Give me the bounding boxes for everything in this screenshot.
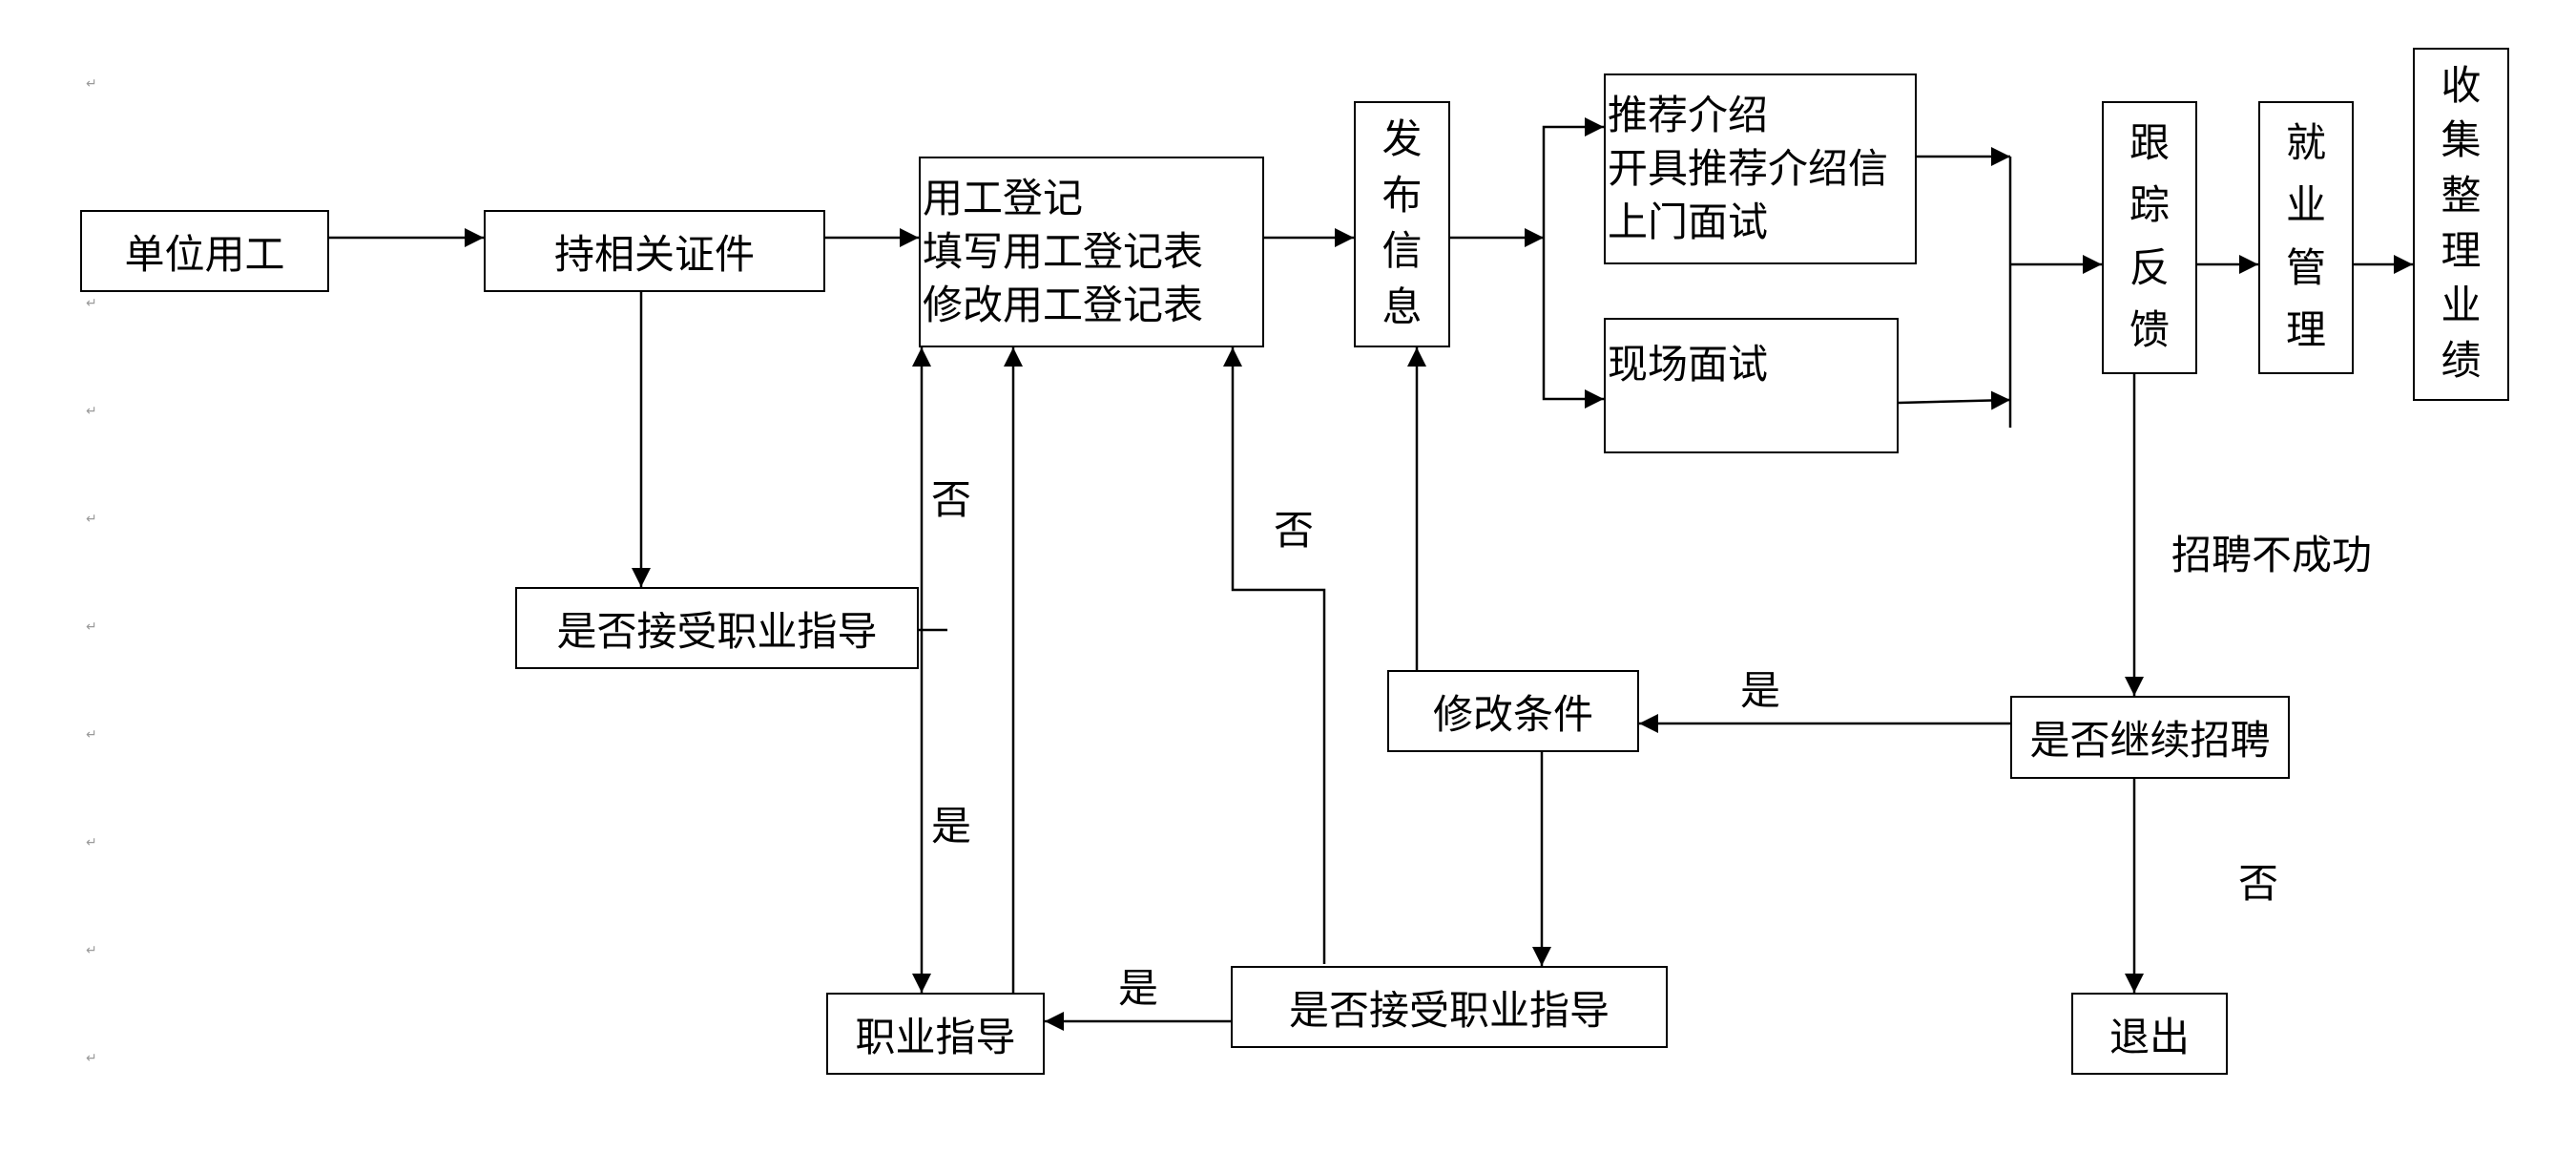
modify-conditions-text: 修改条件 — [1432, 693, 1593, 738]
label-yes-2: 是 — [1740, 670, 1781, 714]
collect-results-char-1: 收 — [2441, 64, 2482, 109]
paragraph-mark: ↵ — [86, 835, 97, 850]
follow-feedback-box: 跟 踪 反 馈 — [2102, 101, 2197, 374]
exit-box: 退出 — [2071, 993, 2228, 1075]
paragraph-mark: ↵ — [86, 619, 97, 635]
registration-line-2: 填写用工登记表 — [923, 231, 1204, 275]
paragraph-mark: ↵ — [86, 404, 97, 419]
employment-mgmt-char-3: 管 — [2285, 246, 2326, 291]
recommend-line-1: 推荐介绍 — [1608, 94, 1769, 138]
paragraph-mark: ↵ — [86, 296, 97, 311]
employment-mgmt-char-4: 理 — [2285, 309, 2326, 354]
accept-guidance-2-text: 是否接受职业指导 — [1288, 989, 1610, 1034]
collect-results-char-2: 集 — [2441, 119, 2482, 164]
publish-info-char-1: 发 — [1381, 118, 1423, 163]
paragraph-mark: ↵ — [86, 943, 97, 958]
paragraph-mark: ↵ — [86, 727, 97, 743]
publish-info-box: 发 布 信 息 — [1354, 101, 1450, 347]
unit-hiring-text: 单位用工 — [124, 233, 285, 278]
label-yes-1: 是 — [931, 806, 972, 849]
follow-feedback-char-1: 跟 — [2129, 121, 2170, 166]
follow-feedback-char-2: 踪 — [2129, 184, 2170, 229]
career-guidance-box: 职业指导 — [826, 993, 1045, 1075]
arrow-onsite-to-merge — [1898, 390, 2011, 410]
label-no-1: 否 — [931, 479, 972, 523]
arrow-no-guidance2-to-registration — [1223, 347, 1326, 964]
employment-mgmt-char-1: 就 — [2285, 121, 2326, 166]
continue-hiring-text: 是否继续招聘 — [2029, 720, 2271, 764]
collect-results-char-5: 业 — [2441, 284, 2482, 329]
publish-info-char-4: 息 — [1381, 285, 1423, 330]
registration-box: 用工登记 填写用工登记表 修改用工登记表 — [919, 157, 1264, 347]
paragraph-mark: ↵ — [86, 1051, 97, 1066]
arrow-split-to-recommend — [1542, 117, 1604, 238]
modify-conditions-box: 修改条件 — [1387, 670, 1639, 752]
label-hiring-failed: 招聘不成功 — [2171, 535, 2373, 578]
employment-mgmt-box: 就 业 管 理 — [2258, 101, 2354, 374]
collect-results-char-4: 理 — [2441, 229, 2482, 274]
accept-guidance-question-1: 是否接受职业指导 — [515, 587, 919, 669]
publish-info-char-2: 布 — [1381, 174, 1423, 219]
recommend-line-2: 开具推荐介绍信 — [1608, 148, 1889, 192]
label-no-3: 否 — [2238, 863, 2279, 907]
paragraph-mark: ↵ — [86, 76, 97, 92]
collect-results-box: 收 集 整 理 业 绩 — [2413, 48, 2509, 401]
recommend-line-3: 上门面试 — [1608, 201, 1769, 245]
onsite-interview-box: 现场面试 — [1604, 318, 1899, 453]
continue-hiring-box: 是否继续招聘 — [2010, 696, 2290, 779]
publish-info-char-3: 信 — [1381, 230, 1423, 275]
collect-results-char-6: 绩 — [2441, 340, 2482, 385]
exit-text: 退出 — [2109, 1016, 2190, 1060]
registration-line-3: 修改用工登记表 — [923, 284, 1204, 328]
bring-certificates-box: 持相关证件 — [484, 210, 825, 292]
label-no-2: 否 — [1274, 510, 1315, 554]
bring-certificates-text: 持相关证件 — [553, 233, 755, 278]
accept-guidance-1-text: 是否接受职业指导 — [556, 610, 878, 655]
follow-feedback-char-3: 反 — [2129, 246, 2170, 291]
unit-hiring-box: 单位用工 — [80, 210, 329, 292]
registration-line-1: 用工登记 — [923, 178, 1084, 221]
collect-results-char-3: 整 — [2441, 175, 2482, 220]
paragraph-mark: ↵ — [86, 512, 97, 527]
recommend-box: 推荐介绍 开具推荐介绍信 上门面试 — [1604, 73, 1917, 264]
employment-mgmt-char-2: 业 — [2285, 184, 2326, 229]
accept-guidance-question-2: 是否接受职业指导 — [1231, 966, 1668, 1048]
arrow-split-to-onsite — [1542, 238, 1604, 409]
follow-feedback-char-4: 馈 — [2129, 309, 2170, 354]
label-yes-3: 是 — [1118, 968, 1159, 1012]
onsite-interview-text: 现场面试 — [1608, 344, 1769, 388]
career-guidance-text: 职业指导 — [855, 1016, 1016, 1060]
